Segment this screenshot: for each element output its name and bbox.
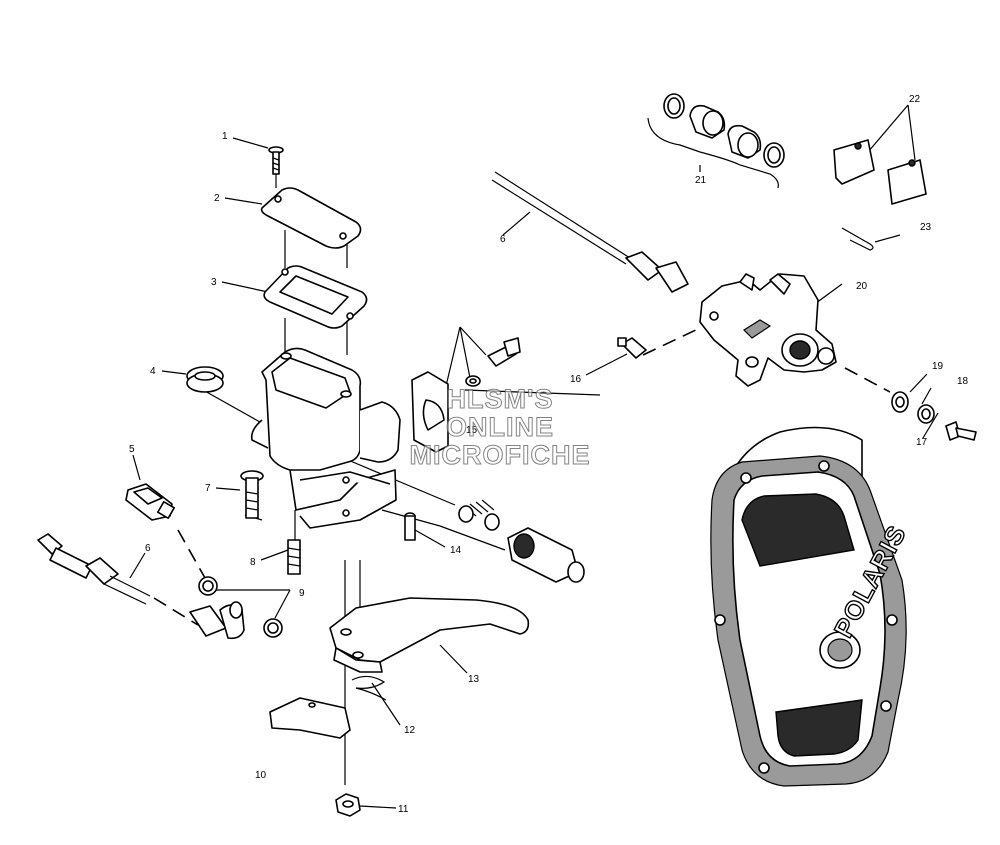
part-14-pin: [404, 512, 416, 541]
callout-18: 18: [957, 376, 969, 387]
part-2-reservoir-cover: [260, 187, 362, 249]
part-5-fitting: [125, 483, 175, 521]
callout-14: 14: [450, 545, 462, 556]
callout-16: 16: [570, 374, 582, 385]
callout-22: 22: [909, 94, 921, 105]
part-16-bleeder: [617, 337, 647, 359]
part-3-diaphragm: [263, 265, 368, 329]
callout-19: 19: [932, 361, 944, 372]
part-17-19-hardware: [891, 391, 977, 441]
callout-2: 2: [214, 193, 220, 204]
part-15-clamp: [411, 337, 521, 453]
part-10-lever-pad: [269, 697, 351, 739]
part-22-brake-pads: [833, 139, 927, 205]
callout-4: 4: [150, 366, 156, 377]
part-1-screw: [268, 146, 284, 175]
callout-5: 5: [129, 444, 135, 455]
callout-6-line: 6: [500, 234, 506, 245]
master-cylinder-body: [250, 347, 401, 529]
part-11-nut: [335, 793, 361, 817]
callout-13: 13: [468, 674, 480, 685]
callout-12: 12: [404, 725, 416, 736]
part-21-pistons: [663, 93, 785, 168]
callout-20: 20: [856, 281, 868, 292]
part-6-brake-line: [491, 171, 689, 293]
callout-17: 17: [916, 437, 928, 448]
leader-lines: [129, 104, 939, 809]
callout-23: 23: [920, 222, 932, 233]
part-12-spring-clip: [351, 675, 387, 701]
alignment-dashes: [153, 327, 891, 626]
callout-9: 9: [299, 588, 305, 599]
part-4-boot: [186, 366, 224, 393]
callout-3: 3: [211, 277, 217, 288]
part-8-bolt: [287, 539, 301, 575]
part-9-washers: [198, 576, 283, 638]
callout-7: 7: [205, 483, 211, 494]
part-7-bolt: [240, 470, 264, 519]
callout-21: 21: [695, 175, 707, 186]
part-13-brake-lever: [329, 597, 530, 673]
callout-1: 1: [222, 131, 228, 142]
callout-6-hose: 6: [145, 543, 151, 554]
callout-10: 10: [255, 770, 267, 781]
piston-assembly: [458, 499, 585, 583]
part-23-pin-clip: [841, 227, 874, 251]
part-20-caliper: [699, 273, 837, 387]
chaincase-cover: POLARIS: [710, 455, 913, 787]
part-6-brake-hose: [37, 533, 245, 640]
callout-15: 15: [466, 425, 478, 436]
callout-labels: 1 2 3 4 5 6 6 7 8 9 10 11 12 13 14 15 16…: [129, 94, 969, 815]
callout-8: 8: [250, 557, 256, 568]
callout-11: 11: [398, 804, 409, 815]
